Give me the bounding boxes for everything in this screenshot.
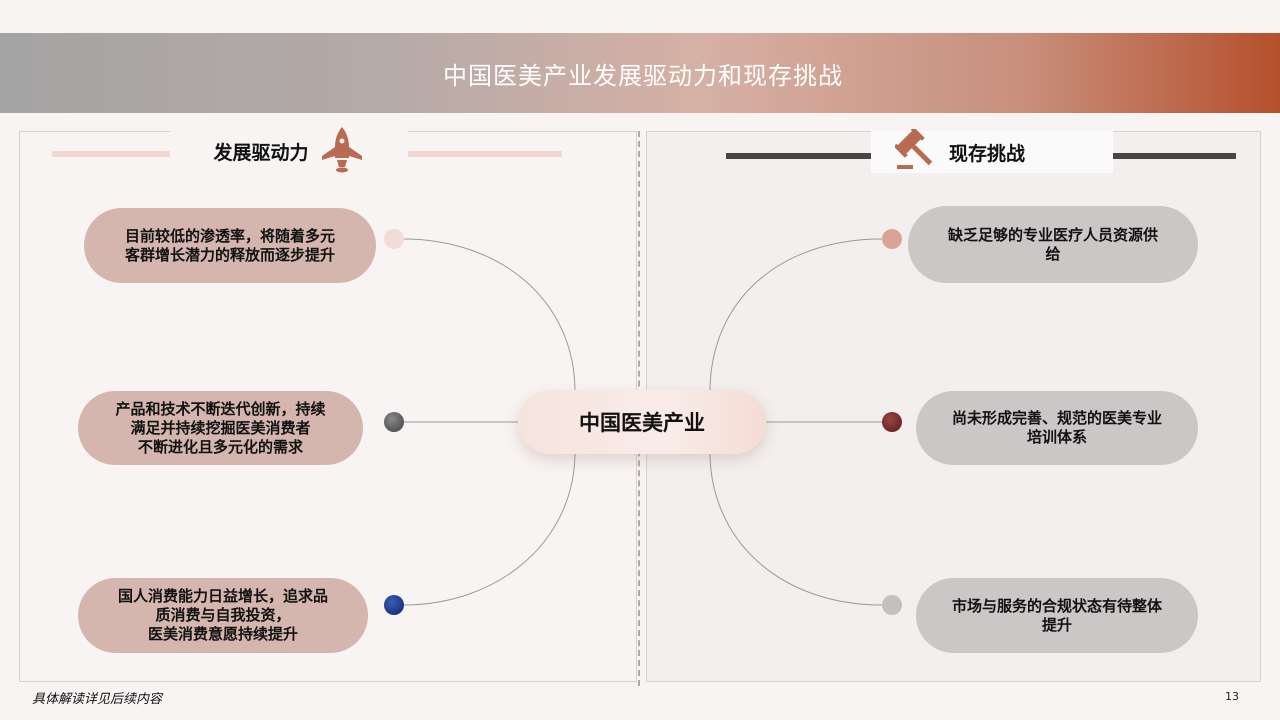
challenge-item: 市场与服务的合规状态有待整体 提升 <box>916 578 1198 653</box>
driver-dot-1 <box>384 229 404 249</box>
challenge-item-text: 尚未形成完善、规范的医美专业 培训体系 <box>951 409 1162 446</box>
drivers-header-line-right <box>408 151 562 157</box>
connector-left-bottom <box>402 451 576 606</box>
driver-item-text: 产品和技术不断迭代创新，持续 满足并持续挖掘医美消费者 不断进化且多元化的需求 <box>115 399 326 456</box>
driver-item-text: 国人消费能力日益增长，追求品 质消费与自我投资， 医美消费意愿持续提升 <box>117 587 328 643</box>
rocket-icon <box>319 125 365 178</box>
footnote: 具体解读详见后续内容 <box>32 692 163 707</box>
driver-dot-2 <box>384 412 404 432</box>
challenge-item: 尚未形成完善、规范的医美专业 培训体系 <box>916 391 1198 465</box>
gavel-icon <box>894 126 939 176</box>
challenges-header-label: 现存挑战 <box>949 142 1026 165</box>
connector-left-top <box>402 238 576 393</box>
challenge-item-text: 缺乏足够的专业医疗人员资源供 给 <box>947 225 1158 263</box>
driver-item-text: 目前较低的渗透率，将随着多元 客群增长潜力的释放而逐步提升 <box>124 226 335 264</box>
connector-right-bottom <box>709 451 883 606</box>
driver-item: 产品和技术不断迭代创新，持续 满足并持续挖掘医美消费者 不断进化且多元化的需求 <box>78 391 363 465</box>
center-topic-label: 中国医美产业 <box>579 411 705 435</box>
challenge-dot-3 <box>882 595 902 615</box>
center-topic: 中国医美产业 <box>518 390 766 454</box>
challenges-header: 现存挑战 <box>871 126 1113 176</box>
challenges-header-line-left <box>726 153 871 159</box>
drivers-header-line-left <box>52 151 170 157</box>
challenge-item: 缺乏足够的专业医疗人员资源供 给 <box>908 206 1198 283</box>
challenge-dot-1 <box>882 229 902 249</box>
drivers-header-label: 发展驱动力 <box>213 141 309 164</box>
title-bar: 中国医美产业发展驱动力和现存挑战 <box>0 33 1280 113</box>
page-number: 13 <box>1225 690 1239 703</box>
connector-right-top <box>709 238 883 393</box>
challenge-dot-2 <box>882 412 902 432</box>
driver-item: 国人消费能力日益增长，追求品 质消费与自我投资， 医美消费意愿持续提升 <box>78 578 368 653</box>
challenges-header-line-right <box>1113 153 1236 159</box>
driver-dot-3 <box>384 595 404 615</box>
page-title: 中国医美产业发展驱动力和现存挑战 <box>443 61 843 90</box>
challenge-item-text: 市场与服务的合规状态有待整体 提升 <box>951 596 1162 634</box>
driver-item: 目前较低的渗透率，将随着多元 客群增长潜力的释放而逐步提升 <box>84 208 376 283</box>
drivers-header: 发展驱动力 <box>170 125 408 178</box>
